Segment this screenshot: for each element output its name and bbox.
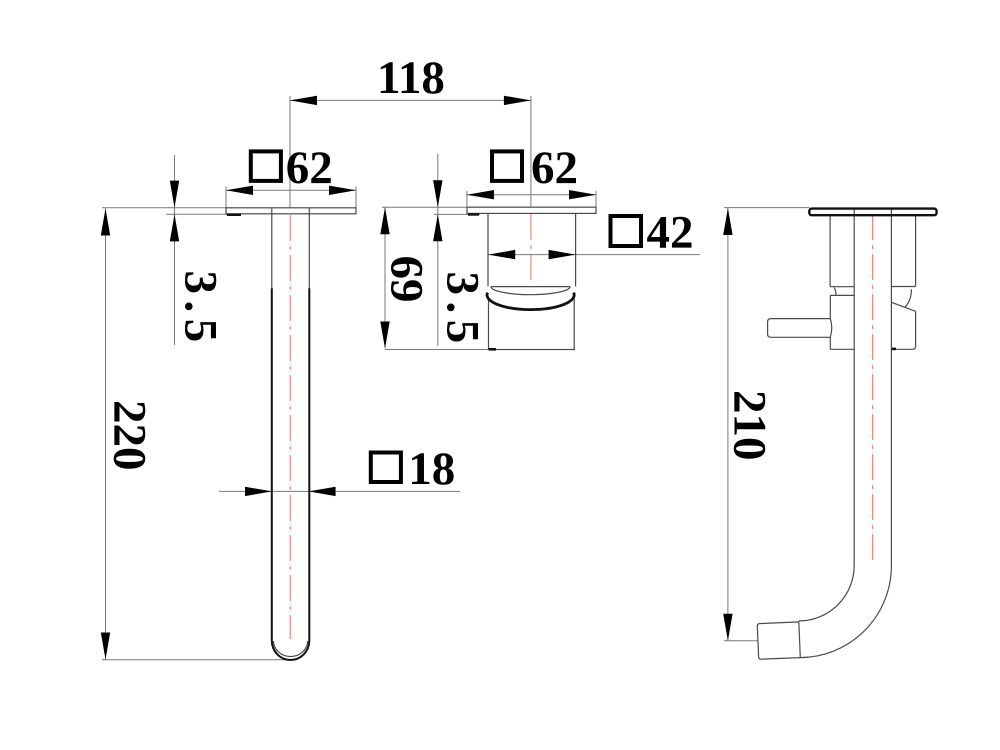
svg-text:3.5: 3.5 [175, 271, 227, 349]
svg-text:62: 62 [286, 142, 333, 194]
svg-text:210: 210 [724, 390, 776, 461]
svg-text:62: 62 [531, 142, 578, 194]
svg-text:18: 18 [408, 443, 455, 495]
svg-text:69: 69 [381, 256, 433, 303]
svg-text:3.5: 3.5 [437, 272, 489, 350]
svg-text:42: 42 [647, 207, 694, 259]
svg-text:118: 118 [377, 52, 445, 104]
svg-text:220: 220 [104, 400, 156, 471]
